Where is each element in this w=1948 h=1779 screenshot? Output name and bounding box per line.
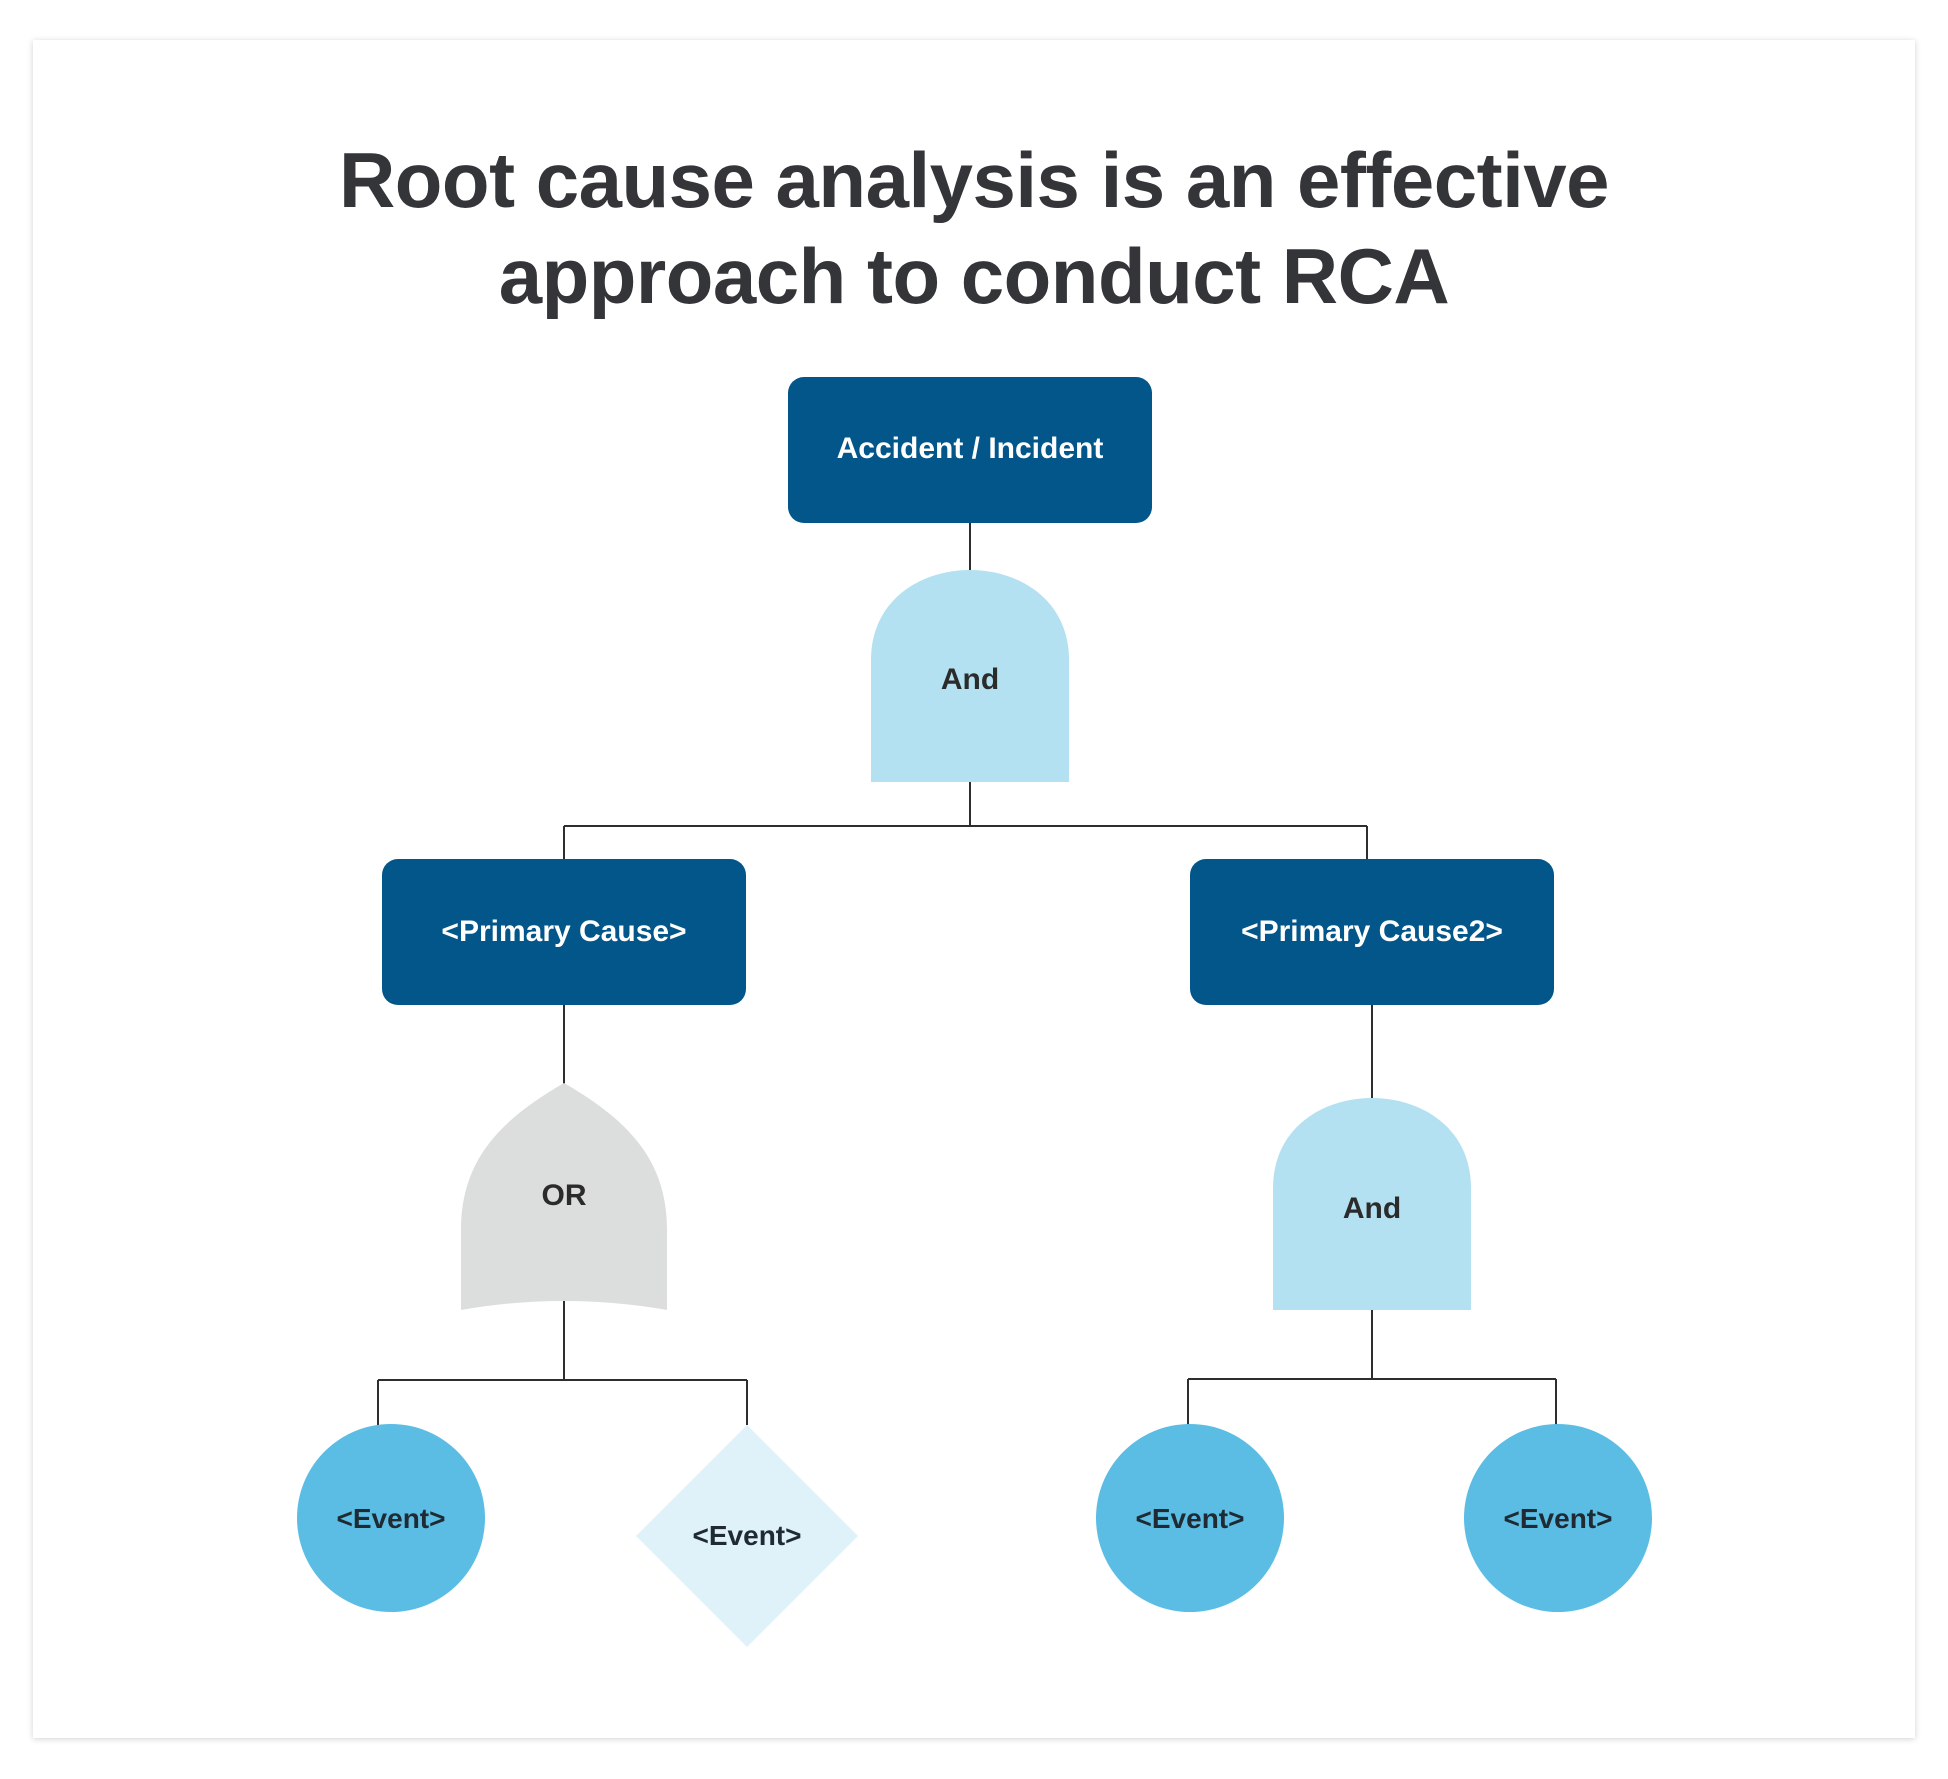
event-1-label: <Event> xyxy=(337,1503,446,1534)
event-2-diamond xyxy=(636,1425,858,1647)
title-line-1: Root cause analysis is an effective xyxy=(338,136,1610,224)
and-gate-right[interactable]: And xyxy=(1273,1098,1471,1310)
event-4-label: <Event> xyxy=(1504,1503,1613,1534)
primary-cause-left-box xyxy=(382,859,746,1005)
primary-cause-right-label: <Primary Cause2> xyxy=(1241,915,1503,948)
title-line-2: approach to conduct RCA xyxy=(498,232,1450,320)
event-node-1[interactable]: <Event> xyxy=(297,1424,485,1612)
event-node-3[interactable]: <Event> xyxy=(1096,1424,1284,1612)
and-gate-top-label: And xyxy=(941,663,999,696)
or-gate-left[interactable]: OR xyxy=(461,1083,667,1310)
primary-cause-right-box xyxy=(1190,859,1554,1005)
event-1-circle xyxy=(297,1424,485,1612)
and-gate-top[interactable]: And xyxy=(871,570,1069,782)
top-event-label: Accident / Incident xyxy=(837,432,1104,465)
primary-cause-left-label: <Primary Cause> xyxy=(441,915,686,948)
top-event-box xyxy=(788,377,1152,523)
primary-cause-right-node[interactable]: <Primary Cause2> xyxy=(1190,859,1554,1005)
event-3-circle xyxy=(1096,1424,1284,1612)
event-node-2[interactable]: <Event> xyxy=(636,1425,858,1647)
or-gate-left-label: OR xyxy=(542,1179,587,1212)
event-node-4[interactable]: <Event> xyxy=(1464,1424,1652,1612)
page-title: Root cause analysis is an effective appr… xyxy=(0,132,1948,324)
and-gate-right-shape xyxy=(1273,1098,1471,1310)
event-2-label: <Event> xyxy=(693,1520,802,1551)
primary-cause-left-node[interactable]: <Primary Cause> xyxy=(382,859,746,1005)
event-4-circle xyxy=(1464,1424,1652,1612)
top-event-node[interactable]: Accident / Incident xyxy=(788,377,1152,523)
or-gate-left-shape xyxy=(461,1083,667,1310)
connector-lines xyxy=(377,522,1557,1425)
event-3-label: <Event> xyxy=(1136,1503,1245,1534)
and-gate-top-shape xyxy=(871,570,1069,782)
and-gate-right-label: And xyxy=(1343,1192,1401,1225)
